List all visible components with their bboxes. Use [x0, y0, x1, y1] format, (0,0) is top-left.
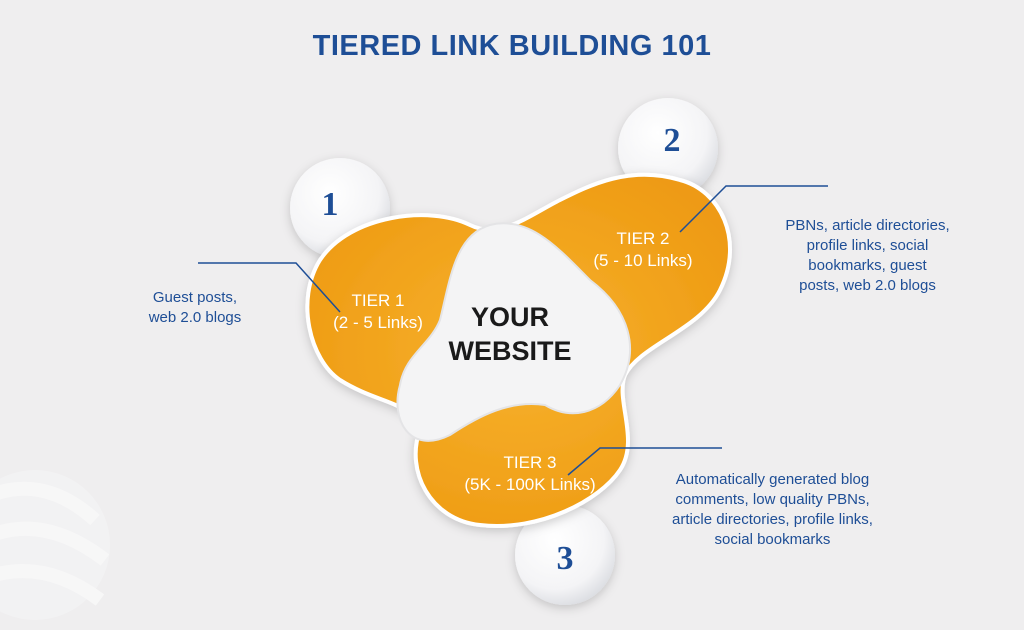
tier-2-name: TIER 2 [616, 229, 670, 248]
tier-1-desc-line: Guest posts, [152, 289, 238, 306]
tier-2-desc-line: PBNs, article directories, [785, 217, 950, 234]
tier-3-number: 3 [556, 540, 574, 577]
tier-2-label: TIER 2 (5 - 10 Links) [578, 228, 708, 272]
tier-1-name: TIER 1 [351, 291, 405, 310]
tier-2-desc-line: posts, web 2.0 blogs [799, 277, 936, 294]
tier-3-label: TIER 3 (5K - 100K Links) [450, 452, 610, 496]
page-title: TIERED LINK BUILDING 101 [312, 30, 712, 62]
tier-2-connector [679, 185, 828, 233]
tier-1-links: (2 - 5 Links) [333, 313, 423, 332]
tier-3-connector [567, 447, 722, 476]
tier-2-links: (5 - 10 Links) [593, 251, 693, 270]
center-line-1: YOUR [470, 302, 549, 332]
center-blob [396, 222, 631, 442]
tier-3-desc-line: comments, low quality PBNs, [675, 491, 870, 508]
tier-1-description: Guest posts, web 2.0 blogs [130, 288, 260, 328]
tier-2-desc-line: bookmarks, guest [808, 257, 927, 274]
tier-3-desc-line: Automatically generated blog [675, 471, 870, 488]
center-line-2: WEBSITE [448, 336, 572, 366]
tier-3-desc-line: article directories, profile links, [672, 511, 873, 528]
center-label: YOUR WEBSITE [440, 300, 580, 368]
tier-3-desc-line: social bookmarks [714, 531, 831, 548]
globe-watermark-icon [0, 470, 110, 620]
tier-1-connector [198, 262, 341, 313]
tier-3-description: Automatically generated blog comments, l… [640, 470, 905, 550]
tier-2-desc-line: profile links, social [806, 237, 929, 254]
tier-1-desc-line: web 2.0 blogs [148, 309, 242, 326]
tier-2-number: 2 [663, 122, 681, 159]
tier-3-name: TIER 3 [503, 453, 557, 472]
tier-3-links: (5K - 100K Links) [464, 475, 596, 494]
tier-1-label: TIER 1 (2 - 5 Links) [318, 290, 438, 334]
tier-1-number: 1 [321, 186, 339, 223]
tier-3-badge [515, 505, 615, 605]
tier-2-description: PBNs, article directories, profile links… [760, 216, 975, 296]
